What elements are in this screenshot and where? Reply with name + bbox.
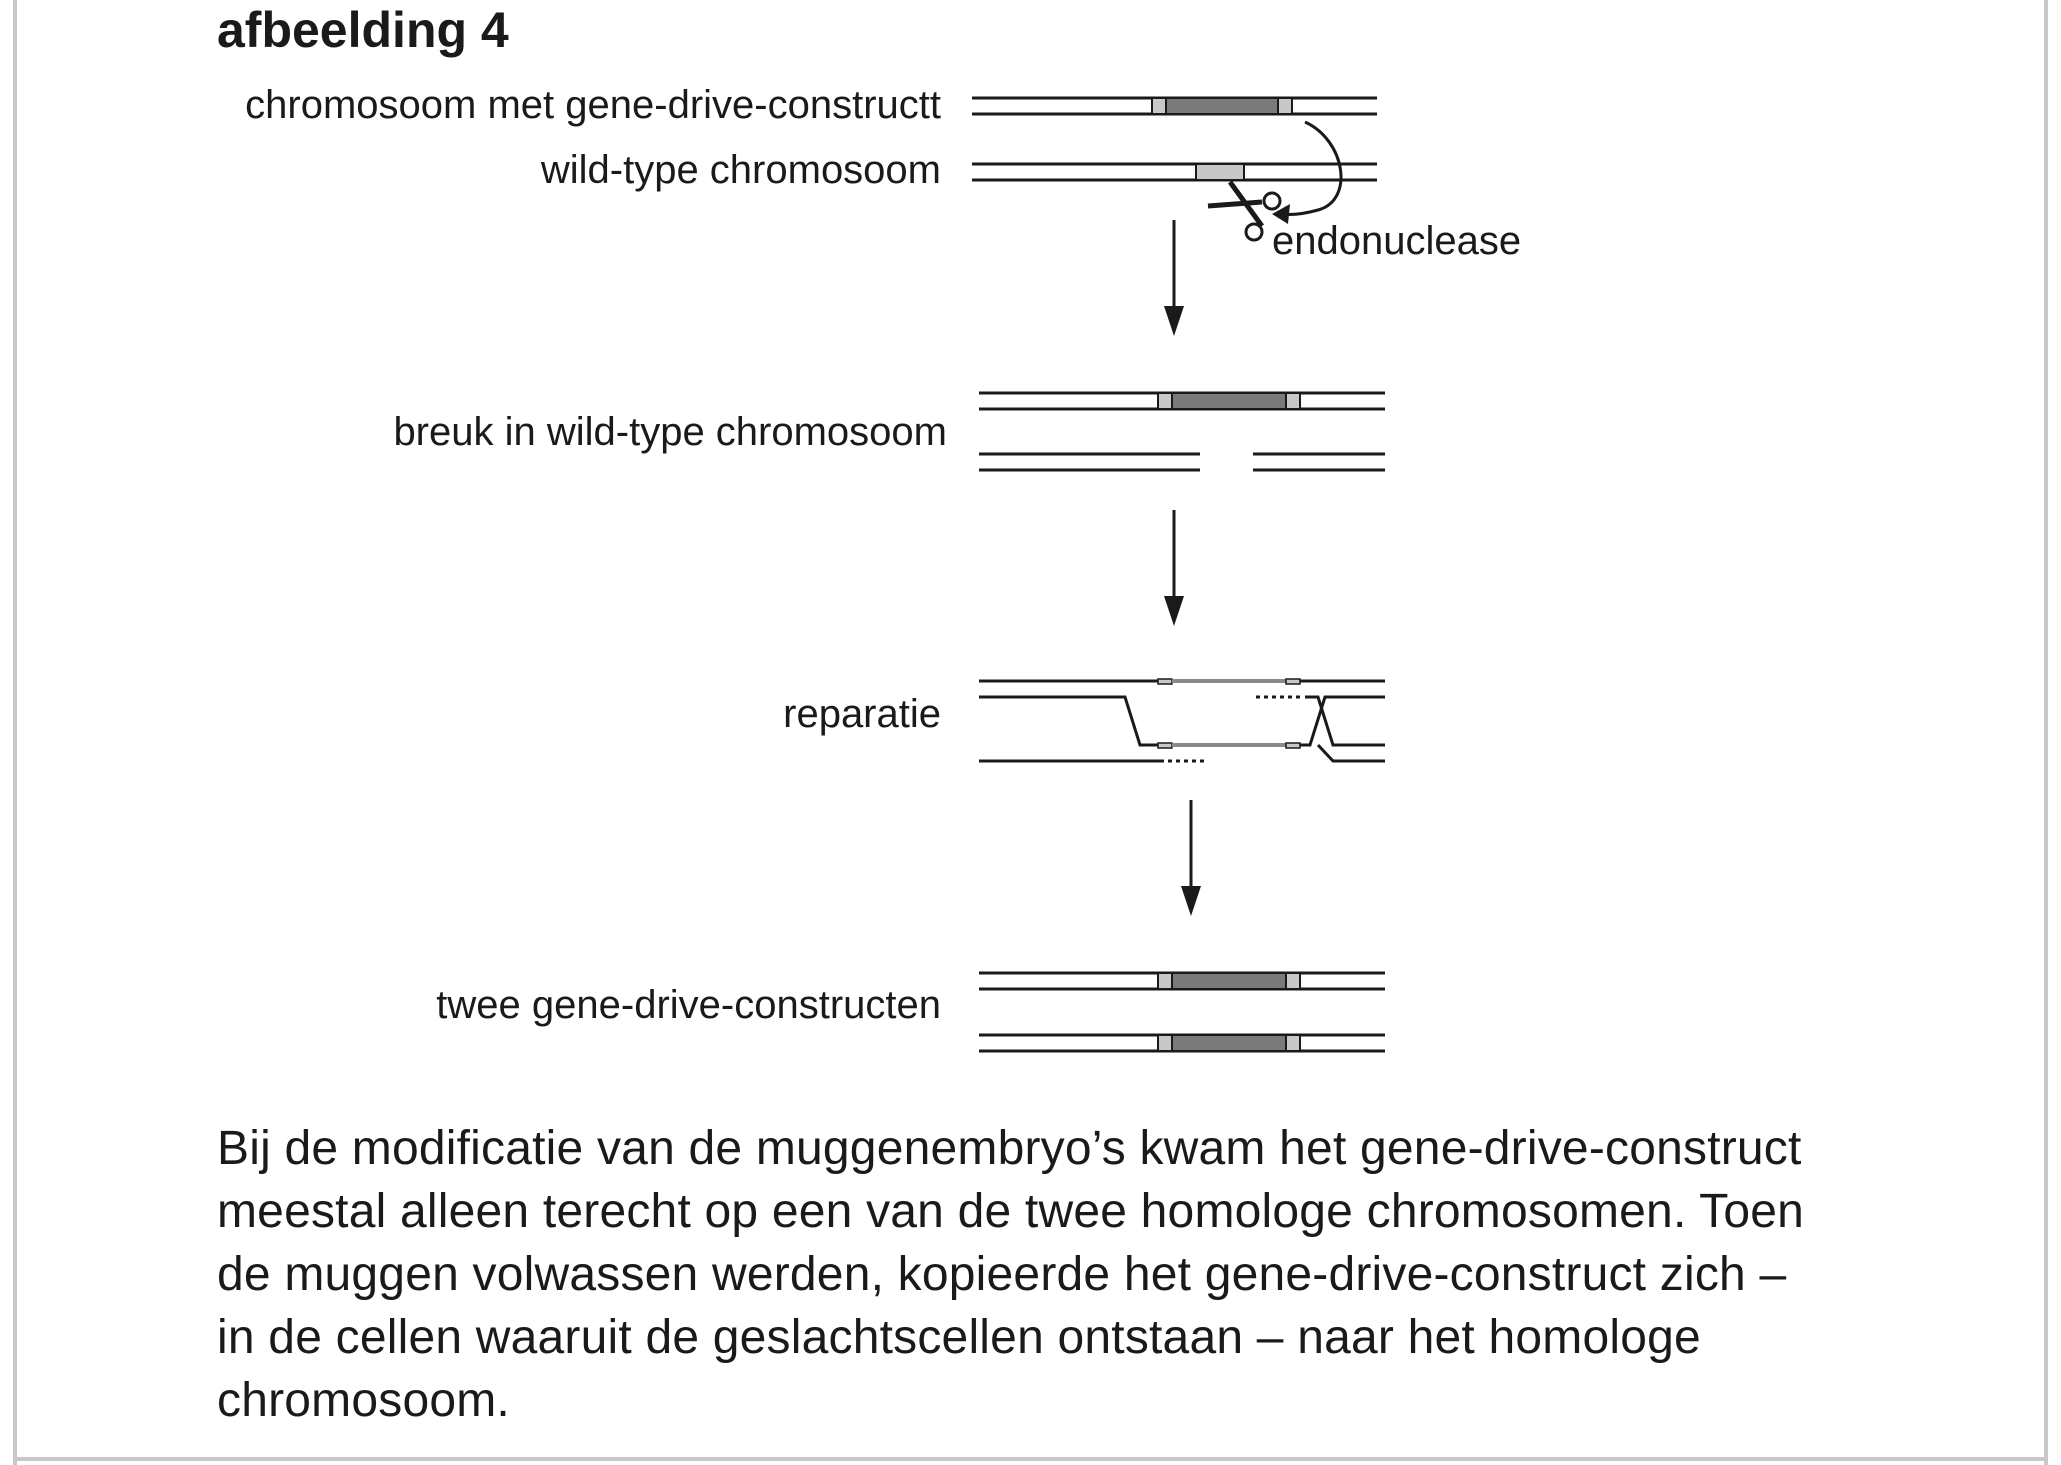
chromosome-with-construct [972, 96, 1377, 116]
construct-chromosome-2 [979, 1033, 1385, 1053]
repair-broken-strand [979, 695, 1385, 763]
repair-template-strand [979, 678, 1385, 747]
label-two-constructs: twee gene-drive-constructen [436, 983, 941, 1027]
frame-left-border [13, 0, 17, 1465]
gene-drive-construct [1165, 97, 1279, 115]
label-break: breuk in wild-type chromosoom [393, 410, 947, 454]
wild-type-chromosome [972, 162, 1377, 182]
figure-title: afbeelding 4 [217, 2, 509, 58]
construct-chromosome-1 [979, 971, 1385, 991]
label-chromosome-with-construct: chromosoom met gene-drive-constructt [245, 83, 941, 127]
caption-line: Bij de modificatie van de muggenembryo’s… [217, 1122, 1802, 1175]
frame-right-border [2044, 0, 2048, 1465]
label-repair: reparatie [783, 692, 941, 736]
arrow-down-2 [1164, 510, 1184, 626]
label-wild-type-chromosome: wild-type chromosoom [540, 148, 941, 192]
intact-construct-chromosome-stage2 [979, 391, 1385, 411]
scissors-icon [1207, 180, 1282, 242]
label-endonuclease: endonuclease [1272, 219, 1522, 263]
endonuclease-curved-arrow [1281, 120, 1343, 216]
caption-paragraph: Bij de modificatie van de muggenembryo’s… [217, 1117, 2017, 1432]
caption-line: de muggen volwassen werden, kopieerde he… [217, 1248, 1787, 1301]
frame-bottom-border [13, 1457, 2048, 1461]
arrow-down-1 [1164, 220, 1184, 336]
endonuclease-arrowhead [1272, 204, 1290, 224]
flank-right [1277, 97, 1293, 115]
caption-line: meestal alleen terecht op een van de twe… [217, 1185, 1805, 1238]
broken-wild-type-chromosome [979, 452, 1385, 472]
flank-left [1151, 97, 1167, 115]
target-site [1195, 163, 1245, 181]
caption-line: in de cellen waaruit de geslachtscellen … [217, 1311, 1701, 1364]
caption-line: chromosoom. [217, 1374, 510, 1427]
arrow-down-3 [1181, 800, 1201, 916]
